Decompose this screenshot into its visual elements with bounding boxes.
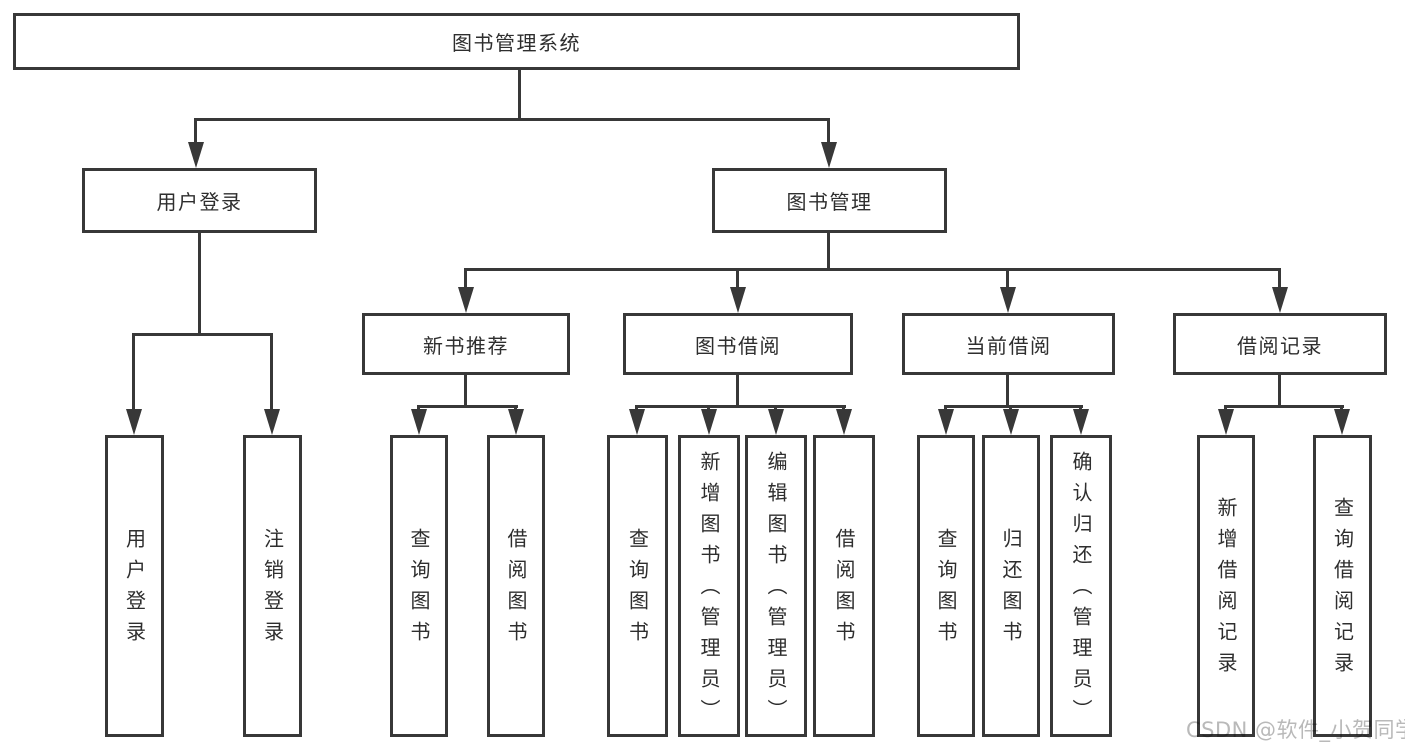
connector-level3-split — [464, 268, 1281, 271]
node-label: 借阅图书 — [832, 528, 856, 652]
arrowhead-down — [1003, 409, 1019, 435]
connector-book-borrowing-split — [635, 405, 846, 408]
connector-drop-leaf-user-login — [132, 333, 135, 413]
leaf-user-login: 用户登录 — [105, 435, 164, 737]
node-label: 注销登录 — [260, 528, 285, 652]
node-label: 确认归还（管理员） — [1069, 450, 1093, 730]
arrowhead-down — [126, 409, 142, 435]
connector-current-borrowing-split — [944, 405, 1083, 408]
connector-drop-new-book-recommend — [464, 268, 467, 291]
leaf-edit-book-admin: 编辑图书（管理员） — [745, 435, 807, 737]
node-current-borrowing: 当前借阅 — [902, 313, 1115, 375]
leaf-add-borrow-record: 新增借阅记录 — [1197, 435, 1255, 737]
node-label: 归还图书 — [999, 528, 1023, 652]
connector-user-login-split — [132, 333, 273, 336]
leaf-borrow-books-recommend: 借阅图书 — [487, 435, 545, 737]
connector-borrowing-records-split — [1224, 405, 1344, 408]
arrowhead-down — [701, 409, 717, 435]
arrowhead-down — [768, 409, 784, 435]
node-label: 查询图书 — [625, 528, 650, 652]
leaf-logout: 注销登录 — [243, 435, 302, 737]
connector-new-book-recommend-stem — [464, 375, 467, 407]
node-label: 用户登录 — [122, 528, 147, 652]
connector-book-management-stem — [827, 233, 830, 270]
node-book-borrowing: 图书借阅 — [623, 313, 853, 375]
arrowhead-down — [1000, 287, 1016, 313]
arrowhead-down — [836, 409, 852, 435]
connector-drop-borrowing-records — [1278, 268, 1281, 291]
node-new-book-recommend: 新书推荐 — [362, 313, 570, 375]
connector-root-stem — [518, 70, 521, 120]
arrowhead-down — [458, 287, 474, 313]
connector-drop-book-management — [827, 118, 830, 146]
connector-level2-split — [194, 118, 830, 121]
connector-drop-leaf-logout — [270, 333, 273, 413]
arrowhead-down — [938, 409, 954, 435]
node-label: 查询图书 — [934, 528, 958, 652]
node-label: 查询借阅记录 — [1330, 497, 1355, 683]
watermark: CSDN @软件_小贺同学 — [1186, 718, 1405, 742]
node-label: 用户登录 — [156, 190, 243, 214]
node-label: 图书管理 — [786, 190, 873, 214]
connector-user-login-stem — [198, 233, 201, 335]
leaf-query-books-recommend: 查询图书 — [390, 435, 448, 737]
arrowhead-down — [821, 142, 837, 168]
node-book-management: 图书管理 — [712, 168, 947, 233]
node-label: 借阅记录 — [1237, 333, 1323, 358]
node-label: 图书管理系统 — [452, 31, 581, 55]
connector-borrowing-records-stem — [1278, 375, 1281, 407]
leaf-add-book-admin: 新增图书（管理员） — [678, 435, 740, 737]
node-label: 借阅图书 — [504, 528, 528, 652]
connector-current-borrowing-stem — [1006, 375, 1009, 407]
node-label: 新书推荐 — [423, 333, 509, 358]
node-label: 新增借阅记录 — [1214, 497, 1238, 683]
connector-drop-book-borrowing — [736, 268, 739, 291]
arrowhead-down — [629, 409, 645, 435]
leaf-confirm-return-admin: 确认归还（管理员） — [1050, 435, 1112, 737]
node-label: 查询图书 — [407, 528, 431, 652]
connector-book-borrowing-stem — [736, 375, 739, 407]
arrowhead-down — [264, 409, 280, 435]
connector-drop-user-login — [194, 118, 197, 146]
connector-drop-current-borrowing — [1006, 268, 1009, 291]
arrowhead-down — [1272, 287, 1288, 313]
node-label: 图书借阅 — [695, 333, 781, 358]
leaf-query-books-borrowing: 查询图书 — [607, 435, 668, 737]
leaf-query-books-current: 查询图书 — [917, 435, 975, 737]
leaf-borrow-books-borrowing: 借阅图书 — [813, 435, 875, 737]
arrowhead-down — [730, 287, 746, 313]
node-label: 编辑图书（管理员） — [764, 450, 788, 730]
node-user-login: 用户登录 — [82, 168, 317, 233]
node-label: 当前借阅 — [965, 333, 1052, 358]
node-label: 新增图书（管理员） — [697, 450, 721, 730]
connector-new-book-recommend-split — [417, 405, 518, 408]
leaf-query-borrow-record: 查询借阅记录 — [1313, 435, 1372, 737]
arrowhead-down — [188, 142, 204, 168]
arrowhead-down — [508, 409, 524, 435]
node-library-system: 图书管理系统 — [13, 13, 1020, 70]
arrowhead-down — [411, 409, 427, 435]
arrowhead-down — [1334, 409, 1350, 435]
leaf-return-books: 归还图书 — [982, 435, 1040, 737]
arrowhead-down — [1218, 409, 1234, 435]
arrowhead-down — [1073, 409, 1089, 435]
node-borrowing-records: 借阅记录 — [1173, 313, 1387, 375]
